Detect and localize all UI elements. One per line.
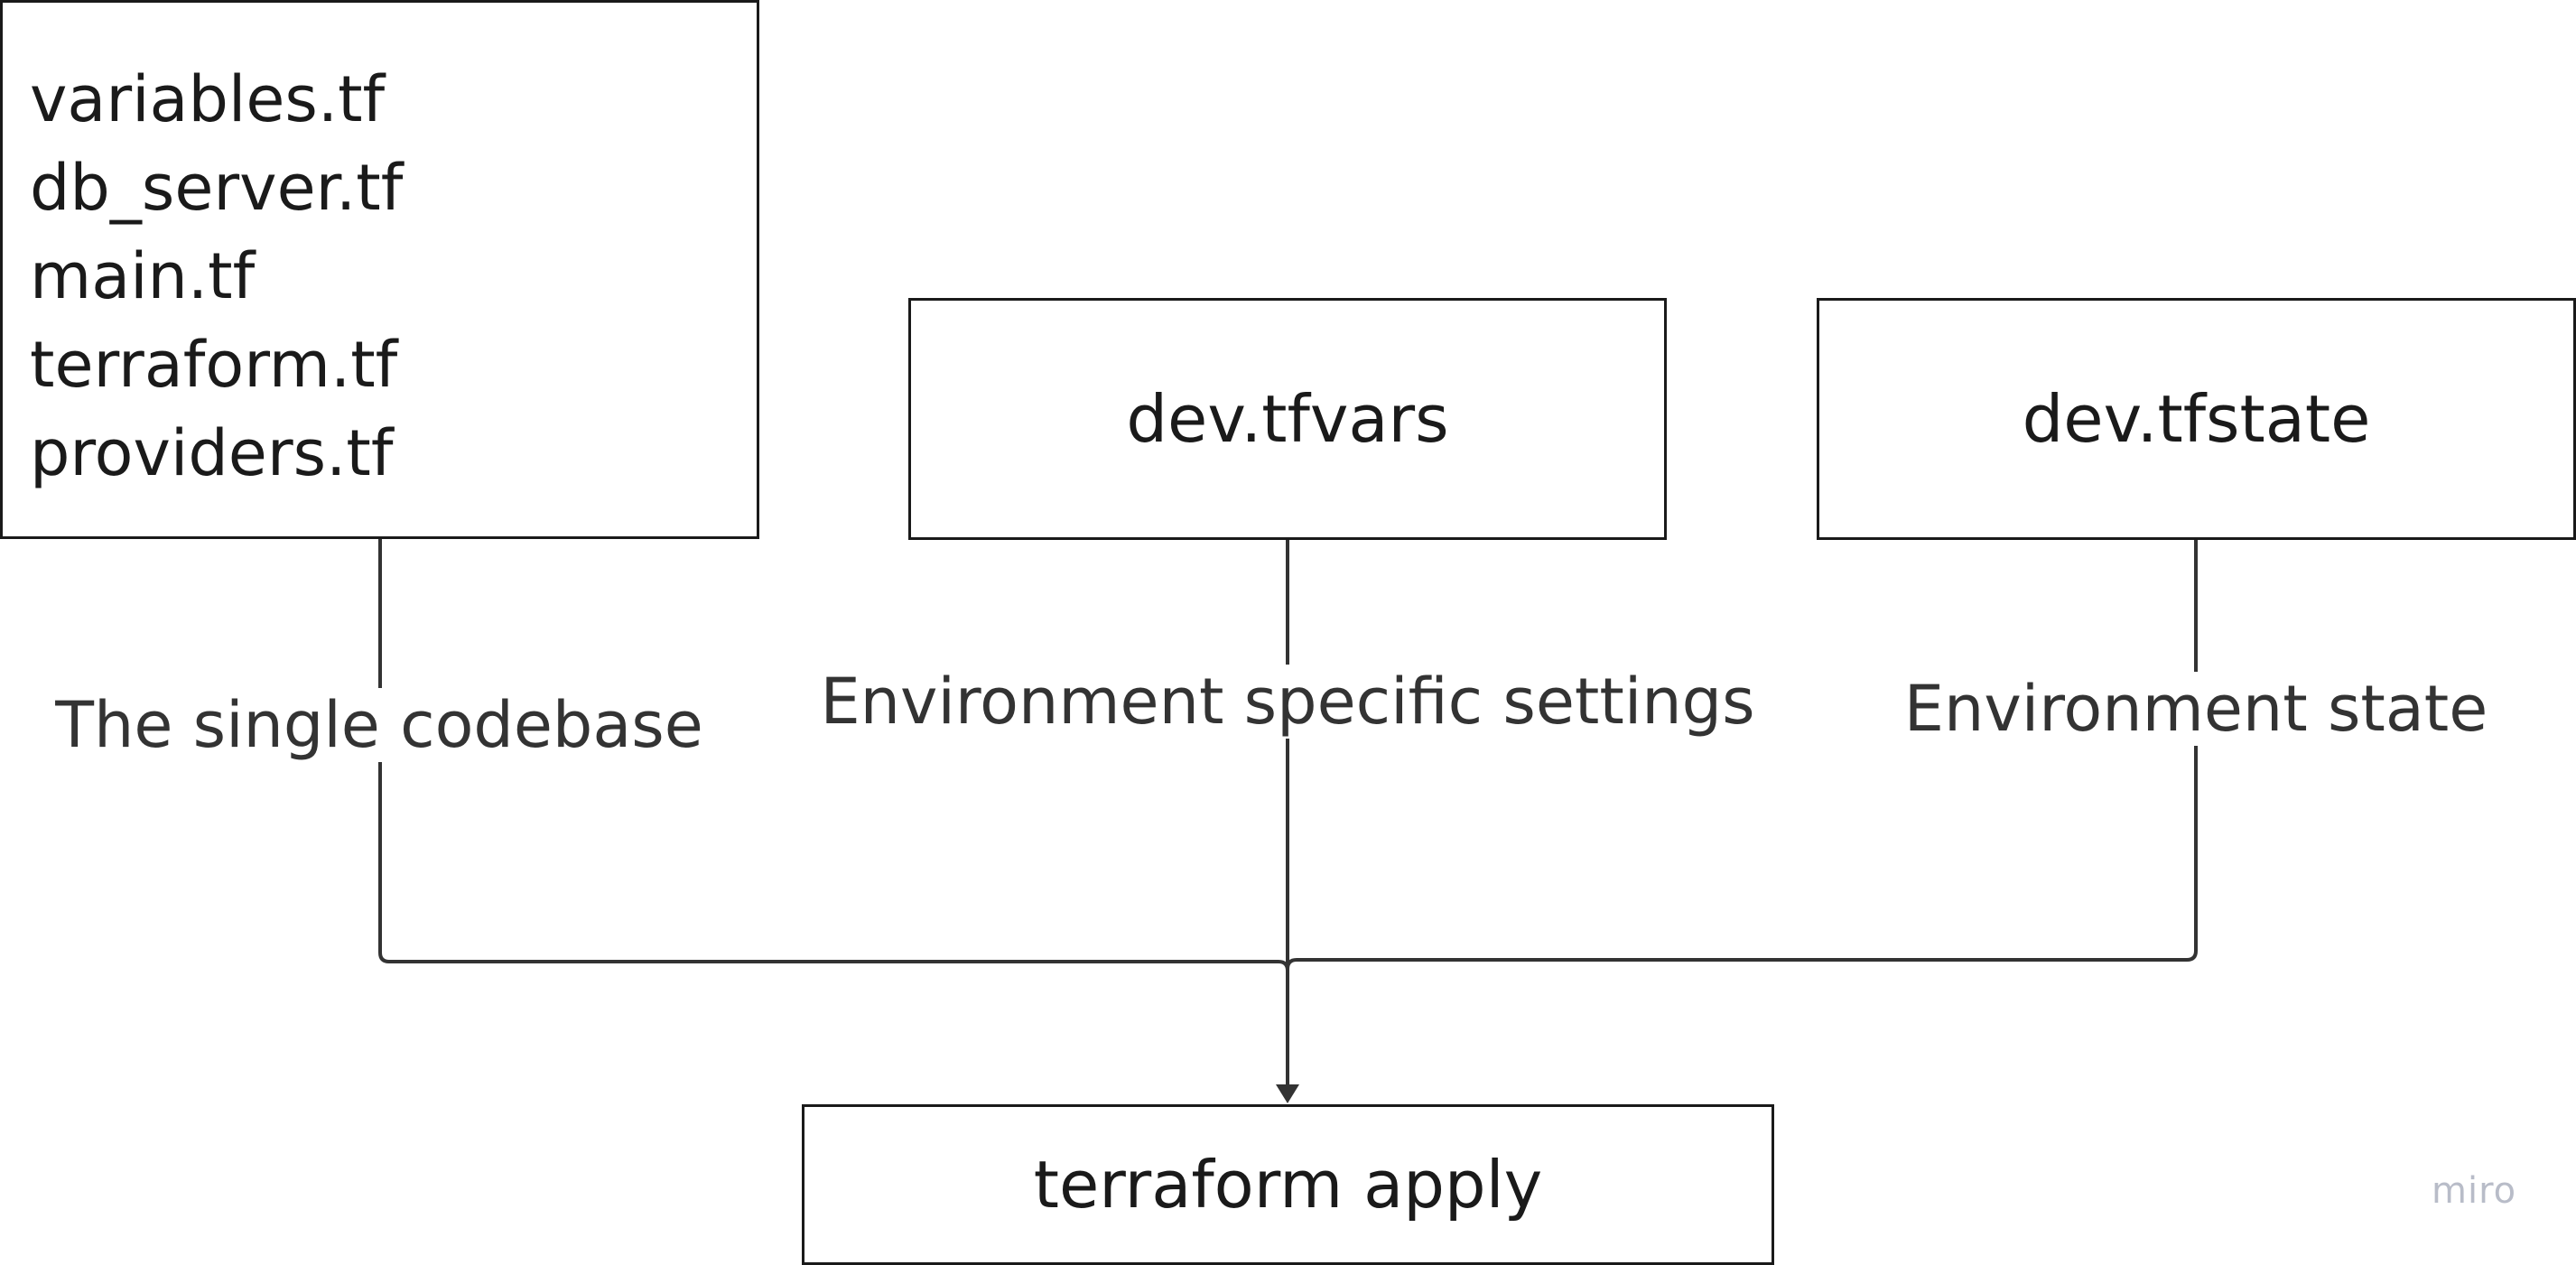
file-item: db_server.tf: [30, 151, 404, 225]
connector-state: [1286, 539, 2198, 970]
tfvars-label: dev.tfvars: [1126, 381, 1449, 457]
codebase-connector-label: The single codebase: [50, 688, 709, 762]
terraform-apply-box: terraform apply: [802, 1104, 1774, 1265]
arrowhead-icon: [1276, 1084, 1299, 1103]
file-item: main.tf: [30, 239, 256, 313]
tfstate-label: dev.tfstate: [2022, 381, 2371, 457]
file-item: variables.tf: [30, 62, 386, 136]
settings-connector-label: Environment specific settings: [814, 665, 1761, 739]
miro-watermark-logo: miro: [2432, 1170, 2517, 1212]
tfstate-box: dev.tfstate: [1817, 298, 2576, 540]
file-item: providers.tf: [30, 416, 394, 490]
codebase-files-box: variables.tf db_server.tf main.tf terraf…: [0, 0, 759, 539]
terraform-apply-label: terraform apply: [1033, 1147, 1543, 1223]
tfvars-box: dev.tfvars: [908, 298, 1667, 540]
file-item: terraform.tf: [30, 328, 398, 402]
state-connector-label: Environment state: [1898, 672, 2494, 746]
